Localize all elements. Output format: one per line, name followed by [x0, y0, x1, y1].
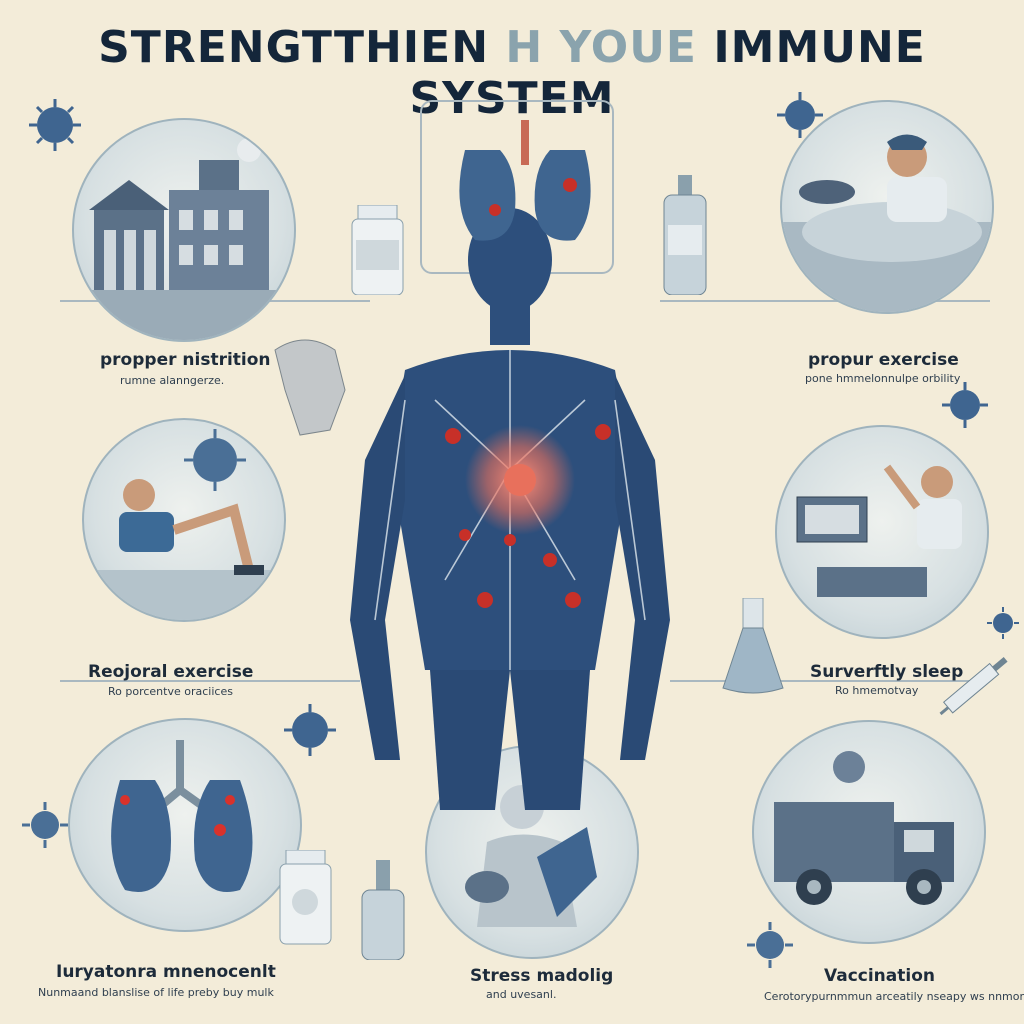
exercise-label: Reojoral exercise — [88, 662, 254, 682]
stress-label: Stress madolig — [470, 966, 614, 986]
connector-line — [670, 680, 980, 682]
human-body-figure — [345, 200, 675, 810]
virus-icon — [280, 700, 340, 760]
nutrition-sub: rumne alanngerze. — [120, 374, 225, 387]
lungs-scene-circle — [68, 718, 302, 932]
nutrition-label: propper nistrition — [100, 350, 271, 370]
sleep-scene-circle — [775, 425, 989, 639]
title-part-2: H YOUE — [505, 22, 697, 73]
vaccination-scene-circle — [752, 720, 986, 944]
vaccination-label: Vaccination — [824, 966, 935, 986]
top-lungs-illustration — [440, 110, 610, 250]
workstation-person-illustration — [796, 464, 962, 597]
syringe-icon — [930, 640, 1020, 730]
delivery-truck-illustration — [774, 751, 954, 905]
vaccination-sub: Cerotorypurnmmun arceatily nseapy ws nnm… — [764, 990, 1024, 1003]
stress-management-sub: Nunmaand blanslise of life preby buy mul… — [38, 986, 274, 999]
connector-line — [60, 680, 360, 682]
nutrition-scene-circle — [72, 118, 296, 342]
virus-icon — [940, 380, 990, 430]
title-part-3: IMMUNE SYSTEM — [409, 22, 926, 124]
virus-icon — [745, 920, 795, 970]
virus-icon — [25, 95, 85, 155]
pill-bottle — [278, 850, 333, 945]
exercise-sub: Ro porcentve oraciices — [108, 685, 233, 698]
medicine-bottle — [660, 175, 710, 295]
lungs-illustration — [111, 740, 253, 892]
exercise-top-sub: pone hmmelonnulpe orbility — [805, 372, 961, 385]
building-illustration — [74, 138, 294, 340]
vitamin-bottle — [358, 860, 408, 960]
exercise-top-label: propur exercise — [808, 350, 959, 370]
lab-flask — [718, 598, 788, 698]
sleep-label: Surverftly sleep — [810, 662, 964, 682]
title-part-1: STRENGTTHIEN — [98, 22, 490, 73]
sleep-sub: Ro hmemotvay — [835, 684, 919, 697]
virus-icon — [985, 605, 1021, 641]
page-title: STRENGTTHIEN H YOUE IMMUNE SYSTEM — [0, 22, 1024, 124]
connector-line — [660, 300, 990, 302]
stress-sub: and uvesanl. — [486, 988, 557, 1001]
virus-icon — [180, 425, 250, 495]
virus-icon — [20, 800, 70, 850]
exercise-scene-circle — [82, 418, 286, 622]
virus-icon — [775, 90, 825, 140]
fist-icon — [265, 330, 355, 440]
stress-management-label: Iuryatonra mnenocenlt — [56, 962, 276, 982]
supplement-bottle — [350, 205, 405, 295]
